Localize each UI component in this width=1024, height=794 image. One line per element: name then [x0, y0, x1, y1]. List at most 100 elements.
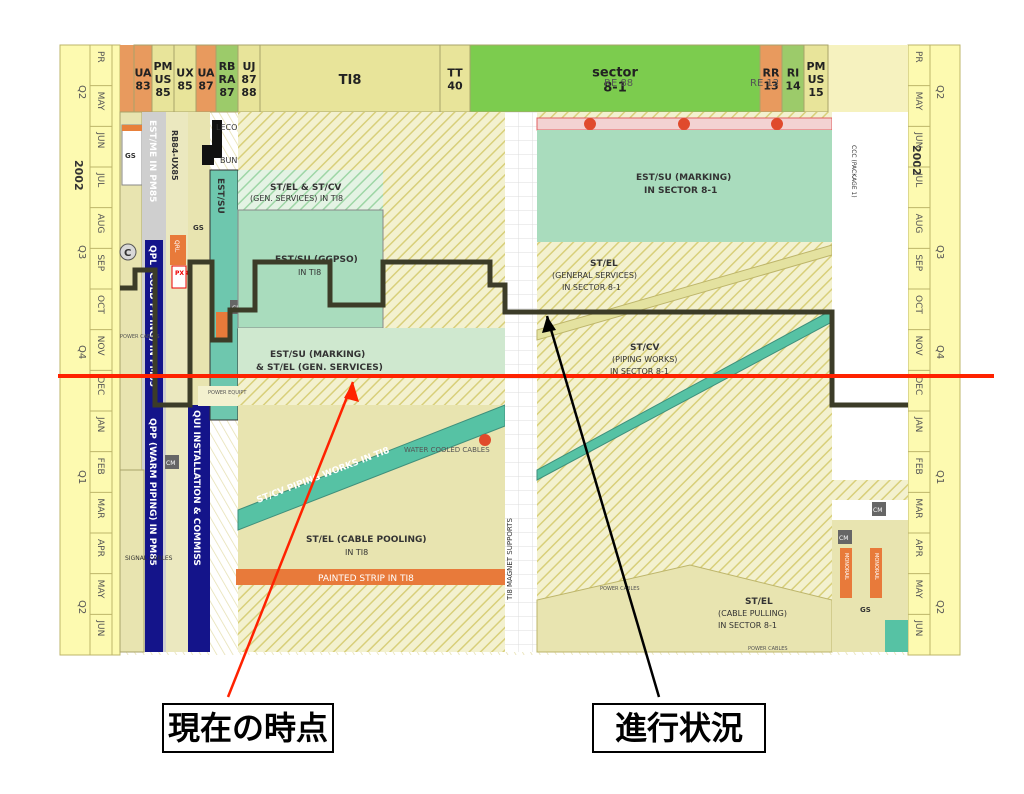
month-label: JUL: [95, 172, 105, 187]
header-block-label: 40: [447, 80, 463, 93]
marker-icon: [584, 118, 596, 130]
water-cooled-icon: [479, 434, 491, 446]
header-block: [439, 44, 471, 113]
month-label: DEC: [95, 376, 105, 395]
header-block-label: 85: [155, 86, 170, 99]
month-label: NOV: [913, 336, 923, 357]
monorail-label: MONORAIL: [843, 553, 849, 580]
est-me-label: EST/ME IN PM85: [147, 120, 157, 202]
header-block-label: UA: [134, 67, 152, 80]
marker-icon: [771, 118, 783, 130]
power-cables-label-3: POWER CABLES: [748, 646, 788, 652]
est-su-marking-label: EST/SU (MARKING): [270, 350, 365, 360]
qpl-label: QPL (COLD PIPING) IN PM85: [147, 245, 157, 387]
cm-label-2: CM: [166, 460, 175, 467]
st-el-cv-label: ST/EL & ST/CV: [270, 183, 341, 193]
power-equipt-label: POWER EQUIPT: [208, 390, 247, 396]
gs-label-3: GS: [860, 606, 871, 614]
est-su-marking-sublabel: & ST/EL (GEN. SERVICES): [256, 363, 383, 373]
quarter-label: Q2: [934, 600, 945, 614]
header-block-label: sector: [592, 66, 638, 81]
header-block-label: 87: [198, 80, 213, 93]
month-label: MAR: [95, 498, 105, 518]
header-block-label: 83: [135, 80, 150, 93]
header-block-label: 8-1: [603, 81, 627, 96]
sector-marking-block: [537, 130, 832, 242]
header-sub-label: RE 88: [604, 78, 633, 89]
month-label: DEC: [913, 376, 923, 395]
sector-gen-sublabel-2: IN SECTOR 8-1: [562, 283, 621, 292]
month-label: PR: [95, 51, 105, 63]
sector-piping-sublabel-2: IN SECTOR 8-1: [610, 367, 669, 376]
month-label: JUL: [913, 172, 923, 187]
quarter-label: Q1: [934, 470, 945, 484]
qpp-label: QPP (WARM PIPING) IN PM85: [147, 418, 157, 566]
progress-label: 進行状況: [614, 709, 743, 747]
header-block-label: PM: [806, 60, 825, 73]
quarter-label: Q2: [934, 85, 945, 99]
st-el-cv-sublabel: (GEN. SERVICES) IN TI8: [250, 194, 343, 203]
month-label: SEP: [913, 254, 923, 271]
sector-cable-area: [536, 564, 833, 653]
progress-line: [120, 259, 908, 408]
header-block-label: US: [155, 73, 172, 86]
sector-piping-label: ST/CV: [630, 343, 660, 353]
header-block-label: 85: [177, 80, 192, 93]
header-block-label: 87: [219, 86, 234, 99]
sector-pulling-label: ST/EL: [745, 597, 773, 607]
month-label: AUG: [95, 214, 105, 234]
c-badge-label: C: [124, 248, 131, 259]
est-su-ggpso-block: [237, 209, 384, 329]
px84-label: PX 84: [175, 270, 194, 277]
power-cables-label: POWER CABLES: [120, 334, 160, 340]
sector-marking-sublabel: IN SECTOR 8-1: [644, 186, 717, 196]
month-label: JUN: [95, 619, 105, 636]
year-label-left: 2002: [72, 160, 85, 191]
progress-arrow: [545, 315, 661, 698]
month-label: OCT: [95, 295, 105, 314]
header-block: [259, 44, 441, 113]
magnet-supports-label: TI8 MAGNET SUPPORTS: [506, 518, 514, 601]
month-label: MAY: [95, 580, 105, 599]
sector-gen-label: ST/EL: [590, 259, 618, 269]
header-block-label: RA: [219, 73, 236, 86]
month-label: PR: [913, 51, 923, 63]
monorail-label-2: MONORAIL: [873, 553, 879, 580]
header-block: [803, 44, 829, 113]
header-block-edge: [120, 45, 134, 112]
est-su-small-bar: [209, 169, 239, 421]
month-label: OCT: [913, 295, 923, 314]
year-label-right: 2002: [910, 145, 923, 176]
current-time-arrowhead: [344, 382, 359, 402]
magnet-supports-column: [505, 112, 537, 652]
header-block-label: 13: [763, 80, 778, 93]
st-el-pooling-sublabel: IN TI8: [345, 548, 368, 557]
qui-bar: [188, 405, 210, 652]
cm-label-4: CM: [873, 507, 882, 514]
header-block-label: RB: [219, 60, 236, 73]
qpp-bar: [145, 405, 163, 652]
month-label: MAY: [95, 92, 105, 111]
water-cooled-label: WATER COOLED CABLES: [404, 446, 490, 454]
quarter-label: Q2: [76, 600, 87, 614]
quarter-label: Q2: [76, 85, 87, 99]
current-time-arrow: [226, 381, 355, 698]
sector-pulling-sublabel: (CABLE PULLING): [718, 609, 787, 618]
ccc-label: CCC (PACKAGE 1): [850, 145, 857, 198]
qrl-label: QRL: [173, 240, 180, 253]
sector-pulling-sublabel-2: IN SECTOR 8-1: [718, 621, 777, 630]
est-su-small-label: EST/SU: [215, 178, 225, 214]
quarter-label: Q4: [76, 345, 87, 359]
quarter-label: Q1: [76, 470, 87, 484]
progress-arrowhead: [542, 316, 556, 333]
header-sub-label: RE 12: [750, 78, 779, 89]
month-label: MAR: [913, 498, 923, 518]
quarter-label: Q3: [934, 245, 945, 259]
month-label: JUN: [95, 131, 105, 148]
power-cables-label-2: POWER CABLES: [600, 586, 640, 592]
signal-cables-label: SIGNAL CABLES: [125, 555, 173, 562]
month-label: JUN: [913, 131, 923, 148]
month-label: MAY: [913, 580, 923, 599]
